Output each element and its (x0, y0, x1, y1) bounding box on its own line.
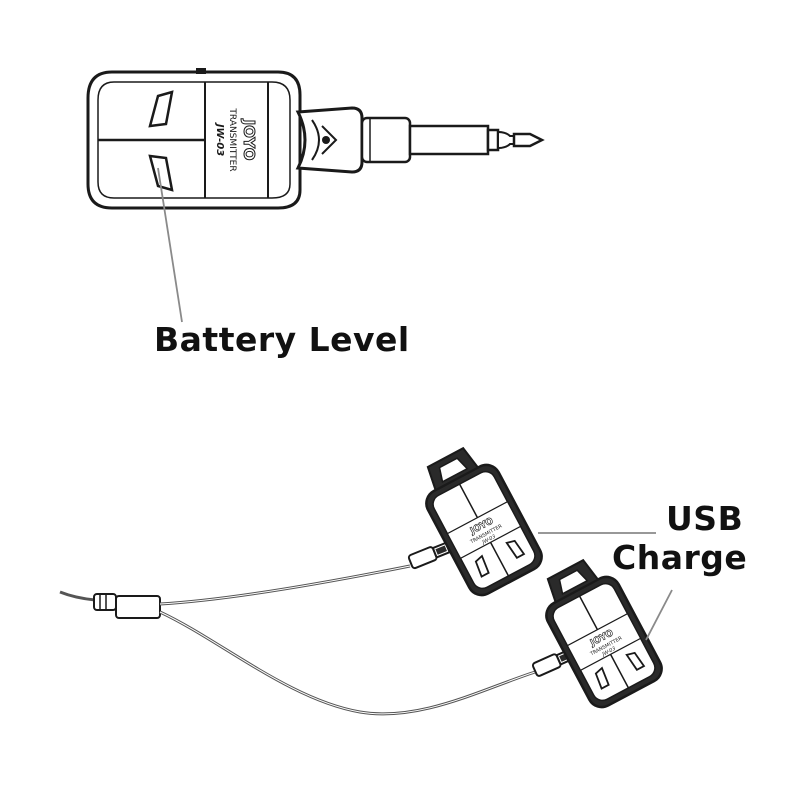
jack-plug (360, 116, 545, 164)
device-brand-text: JOYO (240, 119, 258, 161)
transmitter-small-upper: JOYO TRANSMITTER JW-03 (425, 446, 543, 597)
battery-level-label: Battery Level (154, 320, 410, 359)
usb-y-cable (59, 541, 575, 716)
battery-indicator-upper (148, 90, 174, 128)
battery-indicator-lower (148, 154, 174, 192)
battery-leader-line (157, 167, 183, 323)
cable-splitter (93, 593, 161, 619)
usb-leader-line-lower (645, 589, 673, 641)
device-model-text: JW-03 (214, 122, 225, 156)
transmitter-small-lower: JOYO TRANSMITTER JW-03 (545, 558, 663, 709)
usb-charge-label-line2: Charge (612, 538, 748, 577)
usb-charge-label-line1: USB (666, 499, 744, 538)
transmitter-large: JOYO TRANSMITTER JW-03 (86, 68, 545, 210)
device-type-text: TRANSMITTER (227, 107, 237, 171)
micro-usb-plug-upper (407, 541, 451, 570)
